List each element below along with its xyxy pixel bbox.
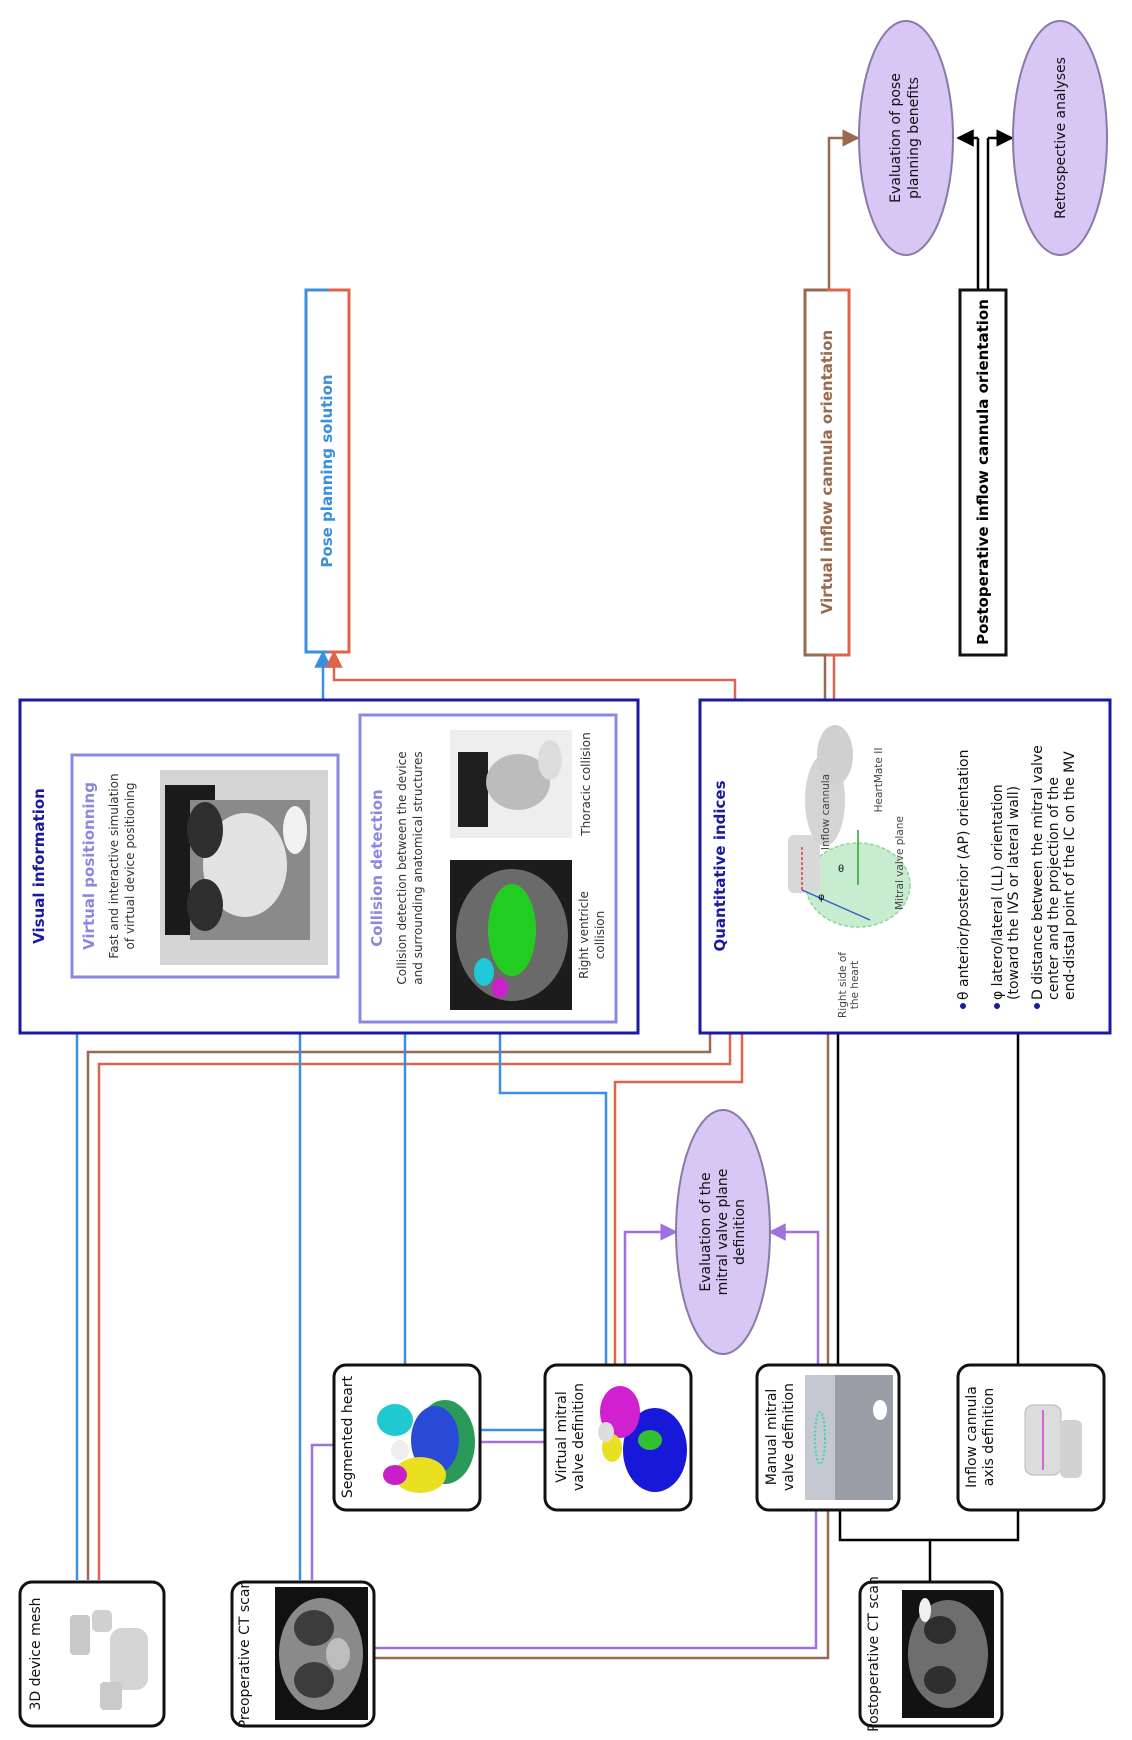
- rv-collision-label-1: Right ventricle: [577, 891, 591, 979]
- quantitative-indices-panel: Quantitative indices θ φ Inflow cannula …: [698, 698, 1112, 1035]
- eval-mv-line-1: Evaluation of the: [698, 1172, 714, 1291]
- eval-mv-line-3: definition: [732, 1199, 748, 1265]
- collision-detection-title: Collision detection: [368, 789, 386, 946]
- inflow-axis-image: [1024, 1404, 1082, 1478]
- visual-information-title: Visual information: [30, 788, 48, 944]
- virtual-inflow-box: Virtual inflow cannula orientation: [803, 288, 851, 657]
- thoracic-collision-image: [450, 730, 572, 838]
- index-distance-3: end-distal point of the IC on the MV: [1062, 751, 1078, 1000]
- preop-ct-image: [275, 1587, 368, 1720]
- virtual-mv-image: [598, 1386, 687, 1492]
- collision-desc-1: Collision detection between the device: [395, 751, 409, 984]
- postop-inflow-label: Postoperative inflow cannula orientation: [974, 299, 992, 645]
- fig-mv-plane-label: Mitral valve plane: [894, 816, 906, 910]
- index-distance-2: center and the projection of the: [1046, 777, 1062, 1000]
- link-preop-quant: [374, 1033, 830, 1660]
- eval-pose-line-2: planning benefits: [906, 77, 922, 199]
- index-phi: φ latero/lateral (LL) orientation: [990, 784, 1006, 1000]
- pose-planning-label: Pose planning solution: [318, 374, 336, 567]
- node-inflow-cannula-axis: Inflow cannula axis definition: [956, 1363, 1106, 1512]
- inflow-axis-label-1: Inflow cannula: [964, 1386, 980, 1488]
- virtual-mv-label-2: valve definition: [571, 1383, 587, 1491]
- inflow-axis-label-2: axis definition: [981, 1388, 997, 1486]
- index-theta: θ anterior/posterior (AP) orientation: [956, 750, 972, 1001]
- link-device-quant-brown: [86, 1033, 712, 1580]
- virtual-positioning-title: Virtual positionning: [80, 782, 98, 950]
- quantitative-indices-title: Quantitative indices: [711, 780, 729, 951]
- fig-inflow-label: Inflow cannula: [820, 774, 832, 850]
- link-device-quant-red: [97, 1033, 732, 1580]
- manual-mv-label-2: valve definition: [781, 1383, 797, 1491]
- link-quant-pose: [325, 650, 737, 700]
- link-vmv-quant: [613, 1033, 744, 1365]
- postop-ct-label: Postoperative CT scan: [866, 1576, 882, 1732]
- eval-retro-label: Retrospective analyses: [1053, 57, 1069, 219]
- virtual-positioning-desc-2: of virtual device positioning: [123, 783, 137, 950]
- collision-detection-subpanel: Collision detection Collision detection …: [358, 713, 618, 1024]
- preop-ct-label: Preoperative CT scan: [237, 1580, 253, 1729]
- fig-right-side-1: Right side of: [837, 952, 849, 1018]
- node-manual-mv-definition: Manual mitral valve definition: [755, 1363, 901, 1512]
- phi-symbol: φ: [818, 892, 825, 903]
- node-3d-device-mesh: 3D device mesh: [18, 1580, 166, 1728]
- visual-information-panel: Visual information Virtual positionning …: [18, 698, 640, 1035]
- rv-collision-label-2: collision: [593, 911, 607, 959]
- node-segmented-heart: Segmented heart: [332, 1363, 482, 1512]
- eval-pose-ellipse: Evaluation of pose planning benefits: [858, 20, 954, 256]
- rv-collision-image: [450, 860, 572, 1010]
- link-manual-eval: [768, 1223, 820, 1365]
- link-preop-heart: [310, 1443, 334, 1580]
- node-postoperative-ct: Postoperative CT scan: [858, 1576, 1004, 1732]
- node-virtual-mv-definition: Virtual mitral valve definition: [543, 1363, 693, 1512]
- connectors: [75, 129, 1020, 1660]
- fig-right-side-2: the heart: [849, 961, 861, 1010]
- manual-mv-label-1: Manual mitral: [764, 1389, 780, 1486]
- link-vinflow-eval: [827, 129, 860, 290]
- fig-heartmate-label: HeartMate II: [873, 748, 885, 813]
- link-postop-manual: [838, 1495, 932, 1582]
- virtual-positioning-subpanel: Virtual positionning Fast and interactiv…: [70, 753, 340, 979]
- manual-mv-image: [805, 1375, 893, 1500]
- link-preop-manual: [374, 1495, 818, 1650]
- index-distance-1: D distance between the mitral valve: [1030, 745, 1046, 1000]
- postop-ct-image: [902, 1590, 994, 1718]
- device-mesh-image: [70, 1610, 148, 1710]
- positioning-image: [160, 770, 328, 965]
- eval-pose-line-1: Evaluation of pose: [888, 73, 904, 203]
- thoracic-collision-label: Thoracic collision: [579, 732, 593, 836]
- link-vmv-visual: [498, 1030, 608, 1365]
- eval-mv-plane-ellipse: Evaluation of the mitral valve plane def…: [675, 1109, 771, 1355]
- eval-retro-ellipse: Retrospective analyses: [1012, 20, 1108, 256]
- theta-symbol: θ: [838, 864, 844, 875]
- quant-index-list: θ anterior/posterior (AP) orientation φ …: [956, 745, 1078, 1009]
- pose-planning-box: Pose planning solution: [304, 288, 351, 654]
- device-mesh-label: 3D device mesh: [28, 1598, 44, 1711]
- link-vmv-eval: [623, 1223, 678, 1365]
- eval-mv-line-2: mitral valve plane: [715, 1169, 731, 1296]
- segmented-heart-image: [377, 1400, 475, 1493]
- quant-figure: θ φ: [788, 725, 911, 928]
- node-preoperative-ct: Preoperative CT scan: [230, 1580, 376, 1729]
- virtual-inflow-label: Virtual inflow cannula orientation: [818, 330, 836, 614]
- virtual-positioning-desc-1: Fast and interactive simulation: [107, 773, 121, 958]
- postop-inflow-box: Postoperative inflow cannula orientation: [958, 288, 1008, 657]
- virtual-mv-label-1: Virtual mitral: [554, 1391, 570, 1482]
- index-phi-detail: (toward the IVS or lateral wall): [1006, 786, 1022, 1000]
- collision-desc-2: and surrounding anatomical structures: [411, 751, 425, 984]
- segmented-heart-label: Segmented heart: [340, 1375, 356, 1498]
